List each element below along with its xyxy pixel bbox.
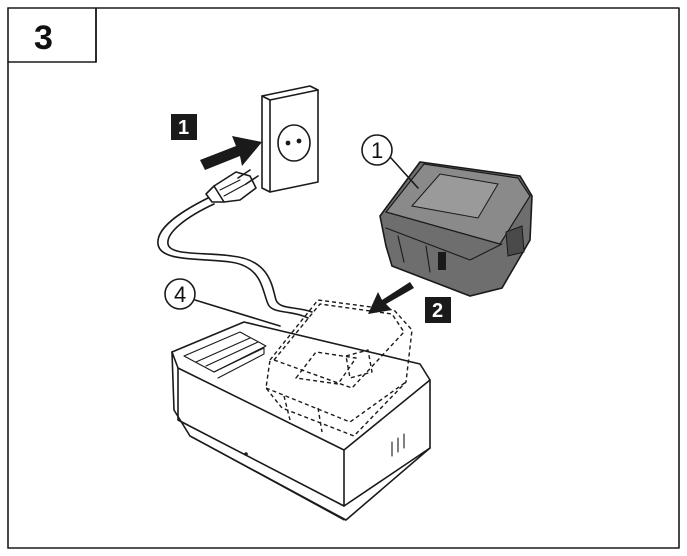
step-1-marker: 1 (171, 114, 197, 140)
step-number: 3 (34, 19, 53, 57)
battery-ghost-outline (265, 299, 413, 437)
step-1-label: 1 (178, 117, 189, 139)
part-4-label: 4 (174, 282, 186, 307)
step-2-label: 2 (432, 300, 443, 322)
part-1-label: 1 (371, 138, 383, 163)
step-2-marker: 2 (425, 297, 451, 323)
power-cord (157, 197, 313, 319)
insert-arrow-icon (368, 282, 414, 314)
plug-icon (205, 169, 259, 203)
frame (7, 7, 680, 549)
arrow-icon (200, 136, 262, 170)
battery-pack-icon (379, 161, 533, 297)
charger-icon (171, 321, 431, 521)
part-4-callout: 4 (164, 278, 281, 327)
part-1-callout: 1 (361, 134, 419, 189)
wall-outlet-icon (261, 85, 319, 193)
